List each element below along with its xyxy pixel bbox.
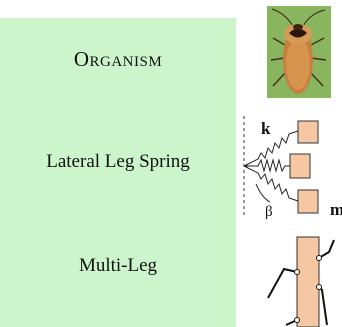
spring-pivot xyxy=(245,165,248,168)
lateral-leg-spring-figure: k β m xyxy=(244,116,342,220)
multi-leg-figure xyxy=(268,237,334,327)
spring-mass-block-middle xyxy=(290,154,310,178)
cockroach-head xyxy=(293,24,303,30)
leg-left-front xyxy=(268,269,297,298)
multileg-body xyxy=(297,237,319,327)
joint-right-middle xyxy=(317,285,322,290)
joint-left-front xyxy=(295,270,300,275)
beta-angle-arc xyxy=(256,184,270,202)
cockroach-photo xyxy=(267,6,331,98)
spring-mass-block-upper xyxy=(298,121,318,143)
joint-left-rear xyxy=(295,318,300,323)
cockroach-wings xyxy=(286,38,310,90)
leg-right-front xyxy=(319,240,334,258)
label-m: m xyxy=(330,200,342,219)
joint-right-front xyxy=(317,256,322,261)
leg-right-middle xyxy=(319,287,327,325)
label-beta: β xyxy=(265,204,273,220)
label-k: k xyxy=(261,119,271,138)
spring-mass-block-lower xyxy=(298,190,318,213)
